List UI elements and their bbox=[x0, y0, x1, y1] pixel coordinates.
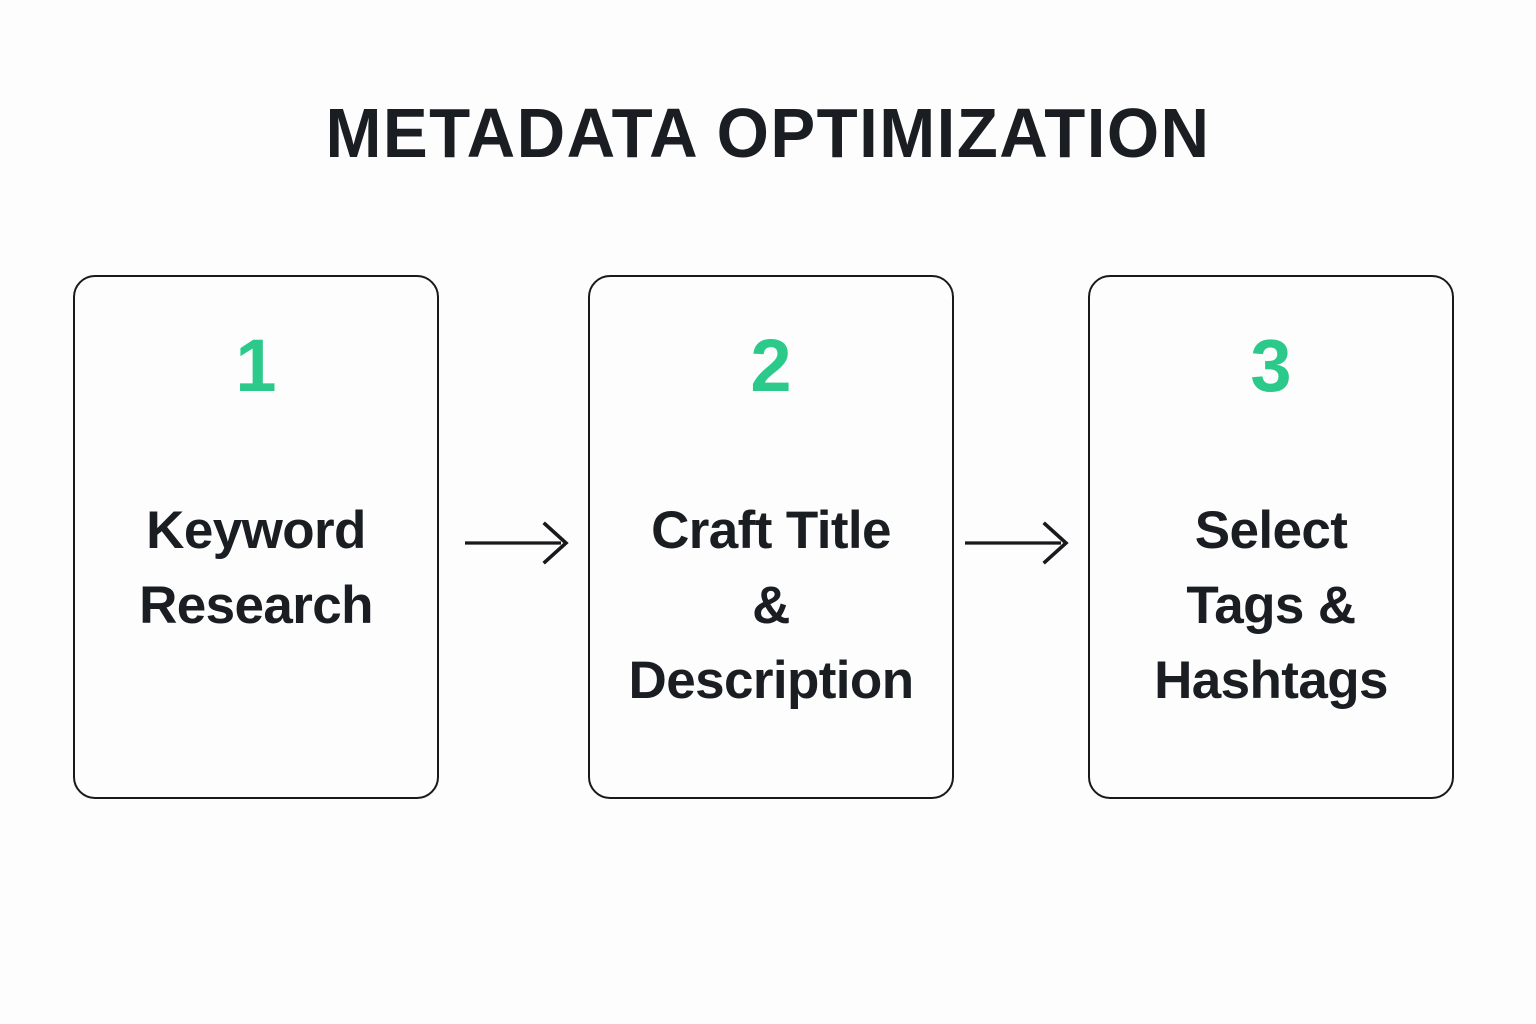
step-number-3: 3 bbox=[1250, 324, 1292, 407]
arrow-right-icon bbox=[465, 520, 575, 566]
step-card-3[interactable]: 3 Select Tags & Hashtags bbox=[1088, 275, 1454, 799]
arrow-right-icon bbox=[965, 520, 1075, 566]
step-number-2: 2 bbox=[750, 324, 792, 407]
step-flow: 1 Keyword Research 2 Craft Title & Descr… bbox=[73, 275, 1454, 799]
step-label-2: Craft Title & Description bbox=[628, 501, 915, 710]
step-label-1: Keyword Research bbox=[139, 501, 373, 635]
step-number-1: 1 bbox=[235, 324, 277, 407]
page-title: METADATA OPTIMIZATION bbox=[325, 94, 1211, 172]
step-card-2[interactable]: 2 Craft Title & Description bbox=[588, 275, 954, 799]
step-label-3: Select Tags & Hashtags bbox=[1154, 501, 1388, 710]
step-card-1[interactable]: 1 Keyword Research bbox=[73, 275, 439, 799]
